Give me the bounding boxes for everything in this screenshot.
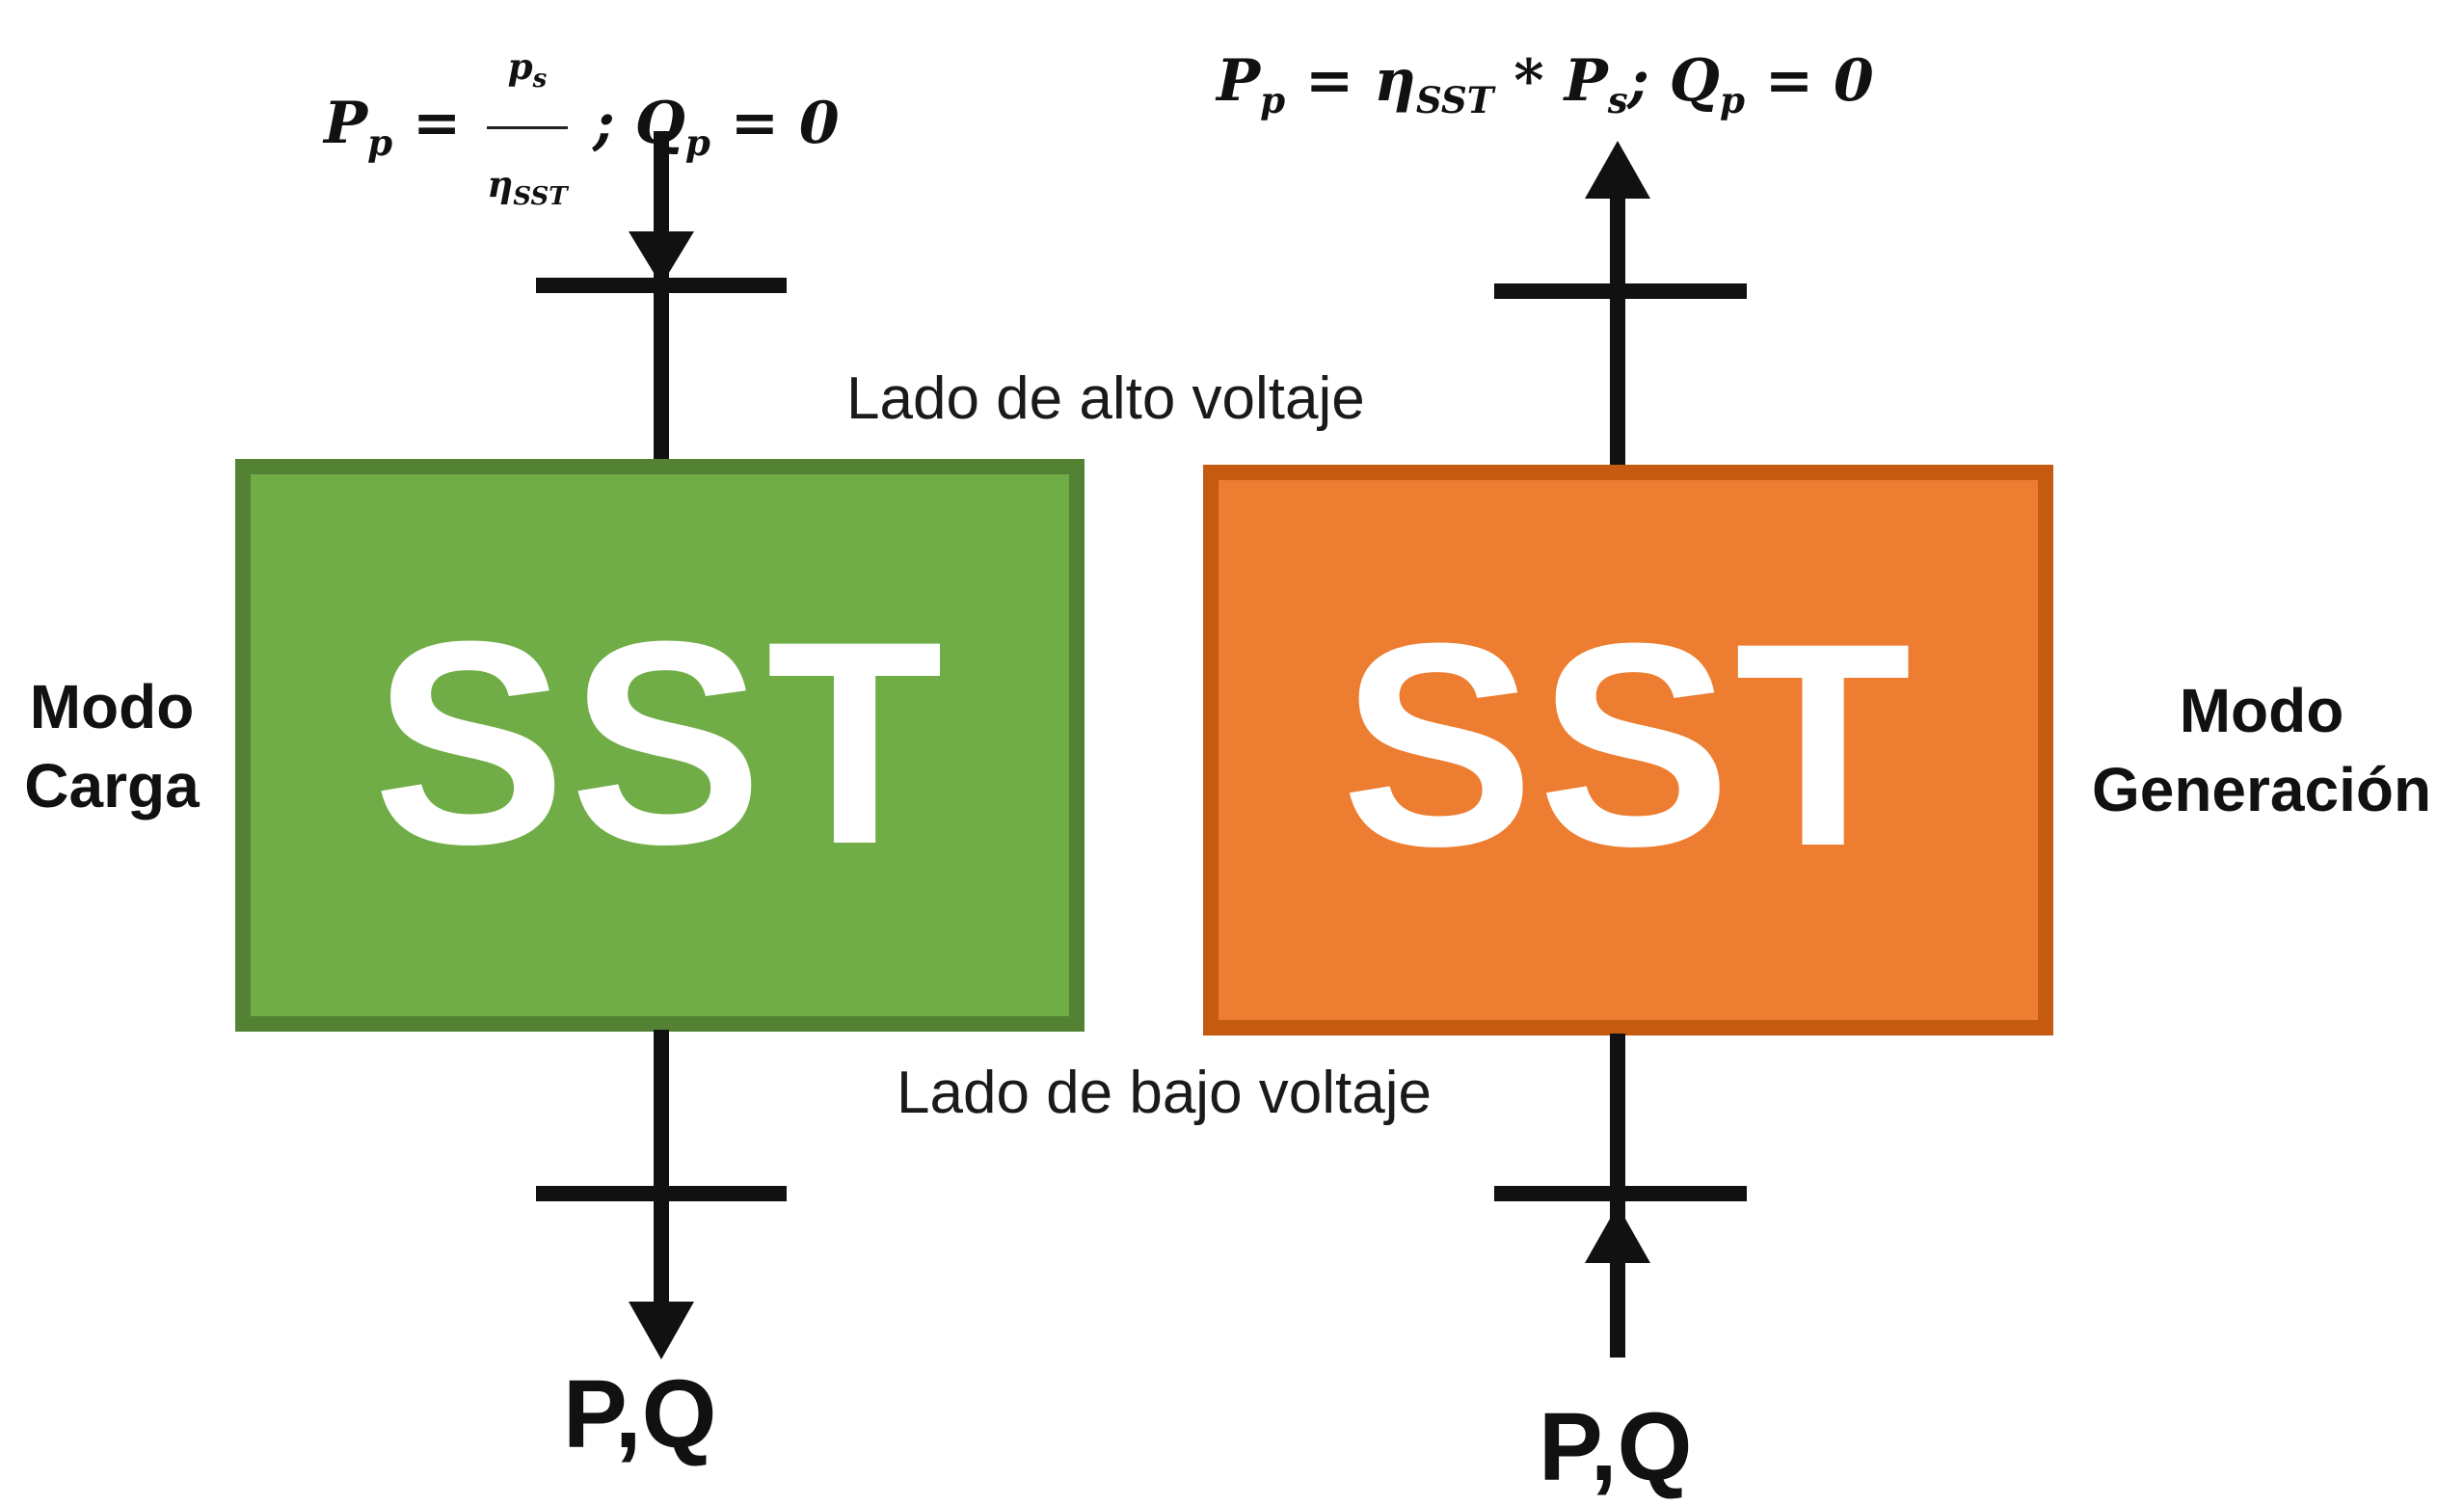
- left-formula-equals: =: [392, 90, 482, 157]
- right-formula-q-sub: p: [1719, 79, 1745, 122]
- right-formula-q-var: Q: [1669, 47, 1720, 115]
- left-sst-box: [235, 459, 1085, 1032]
- left-formula-q-rhs: = 0: [710, 90, 840, 157]
- left-mode-label: Modo Carga: [0, 667, 224, 825]
- right-formula-separator: ;: [1627, 47, 1670, 115]
- right-formula-eta-sub: SST: [1415, 79, 1494, 122]
- right-formula-equals: =: [1285, 47, 1375, 115]
- right-formula-lhs-sub: p: [1260, 79, 1286, 122]
- right-mode-label-line1: Modo: [2179, 676, 2344, 745]
- right-formula-eta-var: η: [1374, 47, 1416, 115]
- left-formula-den-var: η: [487, 163, 514, 205]
- right-formula-ps-var: P: [1564, 47, 1608, 115]
- left-sst-label: SST: [372, 580, 948, 904]
- high-voltage-side-label: Lado de alto voltaje: [846, 365, 1365, 432]
- left-formula-q-sub: p: [684, 121, 710, 165]
- left-formula-lhs-sub: p: [367, 121, 393, 165]
- right-sst-label: SST: [1341, 582, 1915, 906]
- left-mode-label-line1: Modo: [29, 672, 195, 741]
- left-top-arrowhead: [629, 231, 694, 285]
- left-formula-num-var: p: [507, 45, 533, 88]
- right-mode-label-line2: Generación: [2091, 755, 2432, 824]
- left-bottom-arrowhead: [629, 1302, 694, 1359]
- right-formula-q-rhs: = 0: [1744, 47, 1874, 115]
- right-bottom-arrowhead: [1585, 1205, 1650, 1263]
- left-formula-lhs-var: P: [324, 90, 368, 157]
- right-top-arrowhead: [1585, 141, 1650, 199]
- left-mode-label-line2: Carga: [24, 751, 200, 820]
- right-mode-label: Modo Generación: [2059, 671, 2464, 829]
- right-formula-lhs-var: P: [1217, 47, 1261, 115]
- right-power-formula: Pp = ηSST * Ps; Qp = 0: [1217, 42, 1874, 126]
- right-sst-box: [1203, 465, 2053, 1035]
- right-formula-times: *: [1493, 47, 1565, 115]
- low-voltage-side-label: Lado de bajo voltaje: [897, 1060, 1433, 1126]
- right-pq-label: P,Q: [1539, 1393, 1693, 1501]
- left-pq-label: P,Q: [563, 1360, 717, 1468]
- left-formula-den-sub: SST: [513, 181, 568, 211]
- left-formula-separator: ;: [573, 90, 635, 157]
- left-formula-num-sub: s: [532, 64, 548, 94]
- right-formula-ps-sub: s: [1607, 79, 1628, 122]
- left-formula-q-var: Q: [634, 90, 685, 157]
- left-formula-numerator: ps: [487, 13, 568, 129]
- left-formula-denominator: ηSST: [487, 129, 567, 242]
